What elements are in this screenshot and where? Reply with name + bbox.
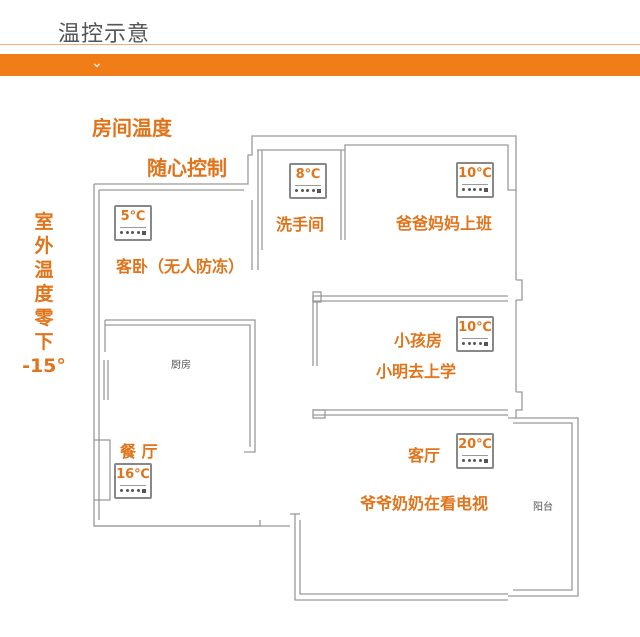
thermostat-master-bedroom[interactable]: 10℃	[456, 162, 494, 198]
thermostat-dining[interactable]: 16℃	[114, 463, 152, 499]
room-label-dining: 餐 厅	[120, 442, 158, 461]
page-title: 温控示意	[58, 22, 151, 47]
room-label-guest-bedroom: 客卧（无人防冻）	[116, 257, 245, 276]
room-label-kitchen: 厨房	[171, 360, 191, 371]
thermostat-temp: 8℃	[295, 167, 321, 182]
thermostat-buttons	[462, 455, 488, 464]
outdoor-line: 度	[34, 283, 54, 305]
outdoor-temperature: 室 外 温 度 零 下 -15°	[22, 210, 66, 378]
thermostat-guest-bedroom[interactable]: 5℃	[114, 205, 152, 241]
thermostat-buttons	[120, 227, 146, 236]
outdoor-line: 零	[34, 307, 54, 329]
room-label-bathroom: 洗手间	[276, 215, 325, 234]
thermostat-buttons	[462, 338, 488, 347]
thermostat-living[interactable]: 20℃	[456, 433, 494, 469]
thermostat-temp: 16℃	[116, 467, 150, 482]
outdoor-line: 外	[34, 235, 54, 257]
thermostat-temp: 20℃	[458, 437, 492, 452]
thermostat-temp: 5℃	[120, 209, 146, 224]
thermostat-temp: 10℃	[458, 320, 492, 335]
caption-control: 随心控制	[147, 156, 227, 180]
thermostat-buttons	[462, 184, 488, 193]
room-label-kids-room: 小孩房	[394, 331, 443, 350]
outdoor-line: -15°	[22, 355, 66, 377]
thermostat-kids-room[interactable]: 10℃	[456, 316, 494, 352]
room-sublabel-living: 爷爷奶奶在看电视	[360, 494, 489, 513]
outdoor-line: 温	[34, 259, 54, 281]
thermostat-buttons	[295, 185, 321, 194]
thermostat-bathroom[interactable]: 8℃	[289, 163, 327, 199]
header-divider	[0, 44, 640, 45]
thermostat-buttons	[120, 485, 146, 494]
room-label-balcony: 阳台	[533, 502, 553, 513]
outdoor-line: 室	[34, 211, 54, 233]
caption-room-temp: 房间温度	[92, 116, 172, 140]
outdoor-line: 下	[34, 331, 54, 353]
chevron-down-icon: ⌄	[91, 55, 103, 71]
room-label-master-bedroom: 爸爸妈妈上班	[396, 214, 493, 233]
room-sublabel-kids-room: 小明去上学	[376, 362, 457, 381]
header-bar	[0, 54, 640, 76]
room-label-living: 客厅	[408, 446, 441, 465]
thermostat-temp: 10℃	[458, 166, 492, 181]
